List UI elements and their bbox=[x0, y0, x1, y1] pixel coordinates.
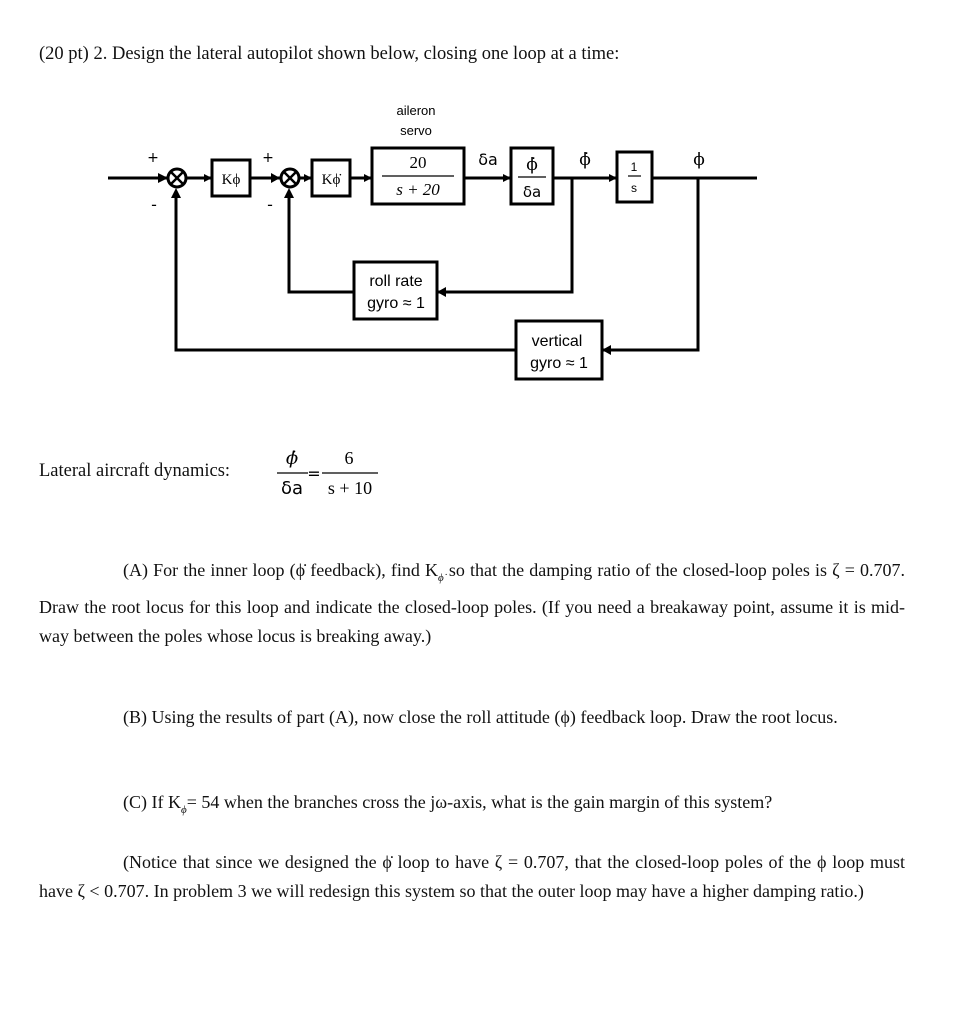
part-b-text: (B) Using the results of part (A), now c… bbox=[123, 707, 838, 727]
part-c-text: (C) If K bbox=[123, 792, 181, 812]
inner-feedback-line bbox=[287, 196, 354, 294]
plus-sign: + bbox=[262, 150, 274, 166]
delta-a-label: δa bbox=[478, 150, 498, 169]
part-c-text: = 54 when the branches cross the jω-axis… bbox=[186, 792, 773, 812]
summing-junction-outer bbox=[166, 167, 188, 189]
note-text: (Notice that since we designed the bbox=[123, 852, 383, 872]
plant-numerator: ϕ̇ bbox=[526, 155, 538, 175]
phidot-symbol: ϕ̇ bbox=[382, 852, 392, 872]
roll-rate-gyro-label: gyro ≈ 1 bbox=[367, 295, 425, 312]
dynamics-lhs-numerator: ϕ̇ bbox=[286, 448, 298, 469]
roll-rate-gyro-block bbox=[352, 260, 439, 321]
gain-block-inner bbox=[310, 158, 352, 198]
minus-sign: - bbox=[267, 195, 273, 214]
vertical-gyro-label: vertical bbox=[532, 333, 583, 350]
vertical-gyro-block bbox=[514, 319, 604, 381]
arrowhead bbox=[171, 188, 181, 198]
gain-outer-label: Kϕ bbox=[222, 172, 241, 188]
part-a-text: feedback), find K bbox=[305, 560, 438, 580]
integrator-denominator: s bbox=[631, 181, 637, 195]
arrowhead bbox=[609, 174, 617, 182]
problem-heading: (20 pt) 2. Design the lateral autopilot … bbox=[39, 44, 620, 64]
arrowhead bbox=[158, 173, 168, 183]
arrowhead bbox=[503, 174, 511, 182]
note-text: loop to have ζ = 0.707, that the closed-… bbox=[39, 852, 905, 901]
note-paragraph: (Notice that since we designed the ϕ̇ lo… bbox=[39, 848, 905, 906]
phidot-symbol: ϕ̇ bbox=[295, 560, 306, 580]
arrowhead bbox=[304, 174, 312, 182]
arrowhead bbox=[271, 173, 280, 183]
dynamics-label: Lateral aircraft dynamics: bbox=[39, 461, 231, 481]
gain-block-outer bbox=[210, 158, 252, 198]
inner-feedback-line bbox=[437, 178, 574, 294]
integrator-numerator: 1 bbox=[631, 160, 638, 174]
plus-sign: + bbox=[147, 150, 159, 166]
dynamics-equation: ϕ̇ δa = 6 s + 10 bbox=[277, 448, 378, 499]
servo-label: servo bbox=[400, 123, 432, 138]
arrowhead bbox=[284, 188, 294, 198]
part-a-text: so that the damping ratio of the closed-… bbox=[39, 560, 905, 646]
servo-numerator: 20 bbox=[410, 153, 427, 172]
integrator-block bbox=[615, 150, 654, 204]
outer-feedback-line bbox=[602, 178, 700, 352]
part-b-paragraph: (B) Using the results of part (A), now c… bbox=[39, 703, 905, 732]
plant-block bbox=[509, 146, 555, 206]
arrowhead bbox=[602, 345, 611, 355]
gain-subscript: ϕ bbox=[180, 804, 187, 816]
phidot-signal-label: ϕ̇ bbox=[579, 150, 591, 170]
vertical-gyro-label: gyro ≈ 1 bbox=[530, 355, 588, 372]
gain-inner-label: Kϕ̇ bbox=[322, 172, 342, 188]
part-c-paragraph: (C) If Kϕ= 54 when the branches cross th… bbox=[39, 786, 905, 826]
plant-denominator: δa bbox=[523, 183, 541, 201]
outer-feedback-line bbox=[174, 196, 516, 352]
dynamics-lhs-denominator: δa bbox=[281, 478, 303, 499]
summing-junction-inner bbox=[279, 167, 301, 189]
roll-rate-gyro-label: roll rate bbox=[369, 273, 422, 290]
block-diagram: + - + - Kϕ Kϕ̇ aileron servo 20 s + 20 δ… bbox=[108, 103, 757, 381]
servo-denominator: s + 20 bbox=[396, 180, 440, 199]
phi-output-label: ϕ bbox=[693, 150, 705, 170]
arrowhead bbox=[437, 287, 446, 297]
servo-label: aileron bbox=[396, 103, 435, 118]
arrowhead bbox=[204, 174, 212, 182]
dynamics-rhs-numerator: 6 bbox=[345, 448, 354, 468]
dynamics-rhs-denominator: s + 10 bbox=[328, 478, 372, 498]
equals-sign: = bbox=[307, 464, 320, 483]
part-a-paragraph: (A) For the inner loop (ϕ̇ feedback), fi… bbox=[39, 556, 905, 651]
gain-subscript: ϕ̇ bbox=[437, 572, 444, 584]
arrowhead bbox=[364, 174, 372, 182]
minus-sign: - bbox=[151, 195, 157, 214]
part-a-text: (A) For the inner loop ( bbox=[123, 560, 296, 580]
